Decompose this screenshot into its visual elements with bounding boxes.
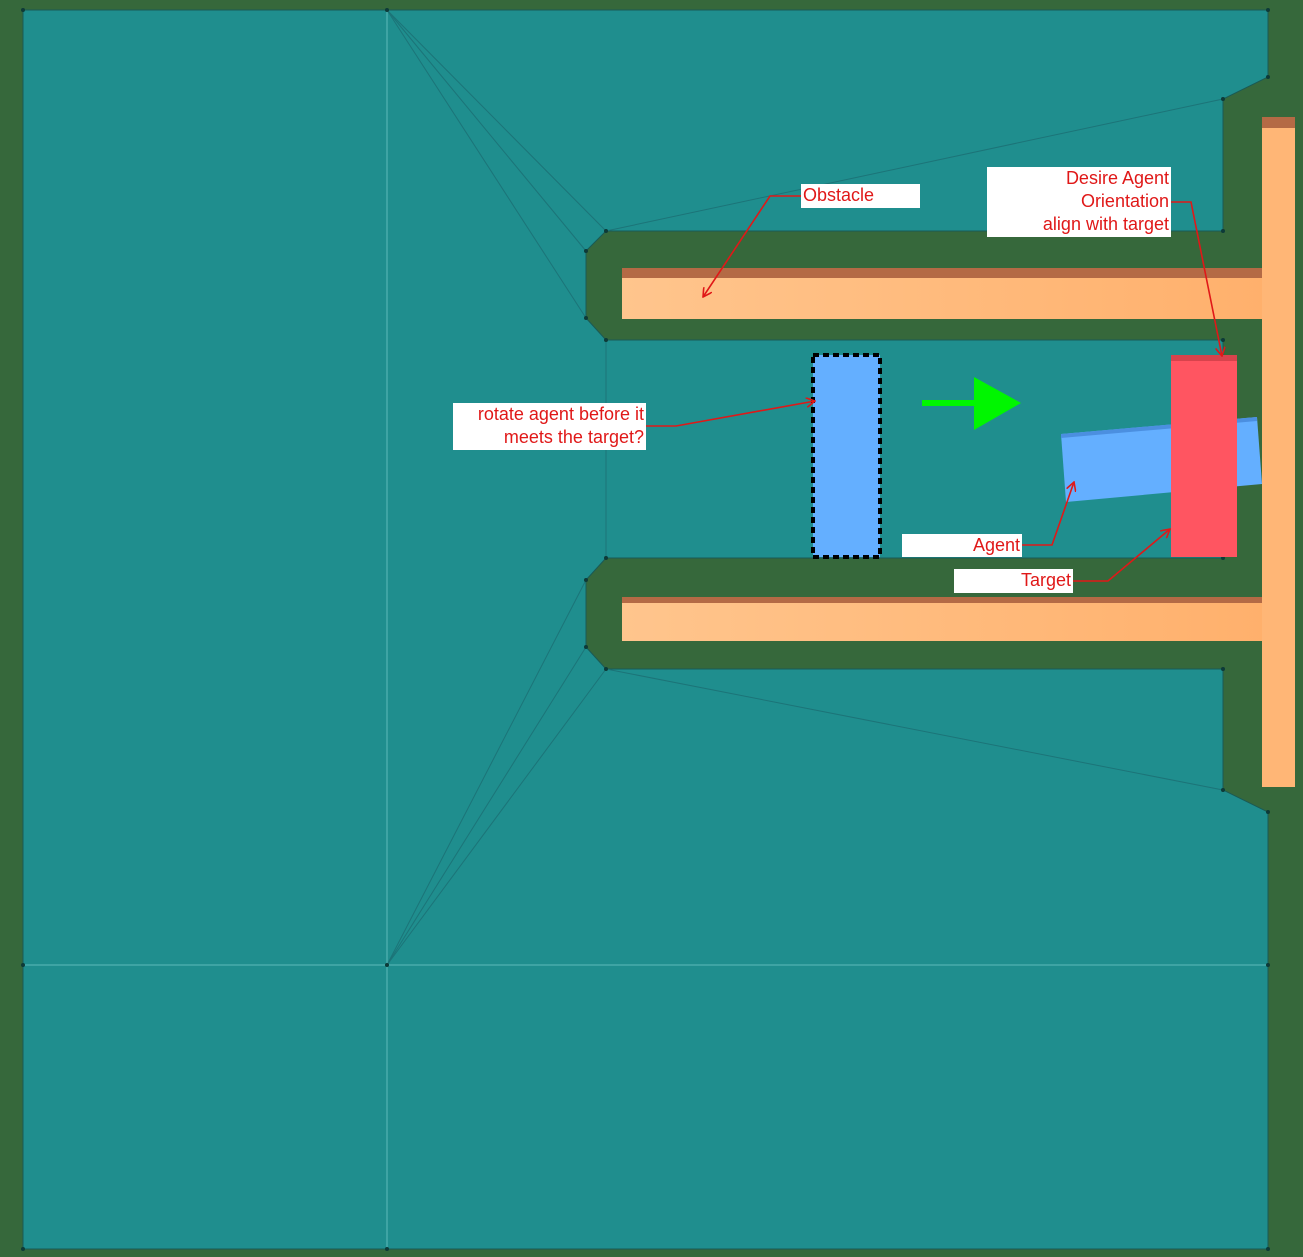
target-label: Target: [954, 569, 1073, 593]
wall-vertical: [1262, 117, 1295, 787]
navmesh-seams: [23, 10, 1268, 1249]
desired-agent-pose: [811, 353, 882, 559]
rotate-question-line1: rotate agent before it: [477, 404, 644, 424]
wall-lower: [622, 597, 1270, 641]
rotate-question-label: rotate agent before it meets the target?: [453, 403, 646, 450]
wall-vertical-top: [1262, 117, 1295, 128]
desired-agent-body: [813, 355, 880, 557]
obstacle-leader: [703, 195, 801, 297]
orientation-label-line1: Desire Agent: [1065, 168, 1169, 188]
rotate-leader: [646, 401, 815, 427]
wall-upper-top: [622, 268, 1270, 278]
desired-agent-outline: [811, 353, 882, 559]
orientation-label: Desire Agent Orientation align with targ…: [987, 167, 1171, 237]
right-arrow-icon: [922, 377, 1021, 430]
agent-leader: [1022, 482, 1074, 546]
navmesh-vertices: [21, 8, 1270, 1251]
rotate-question-line2: meets the target?: [503, 427, 644, 447]
orientation-leader: [1171, 201, 1222, 356]
annotation-leaders: [646, 195, 1222, 582]
orientation-label-line3: align with target: [1042, 214, 1169, 234]
orientation-label-line2: Orientation: [1080, 191, 1169, 211]
wall-lower-top: [622, 597, 1270, 603]
target-top: [1171, 355, 1237, 361]
target-overlay: [1171, 361, 1237, 557]
obstacle-label: Obstacle: [801, 184, 920, 208]
target-leader: [1073, 529, 1170, 582]
agent-label: Agent: [902, 534, 1022, 557]
obstacle-walls: [622, 117, 1295, 787]
